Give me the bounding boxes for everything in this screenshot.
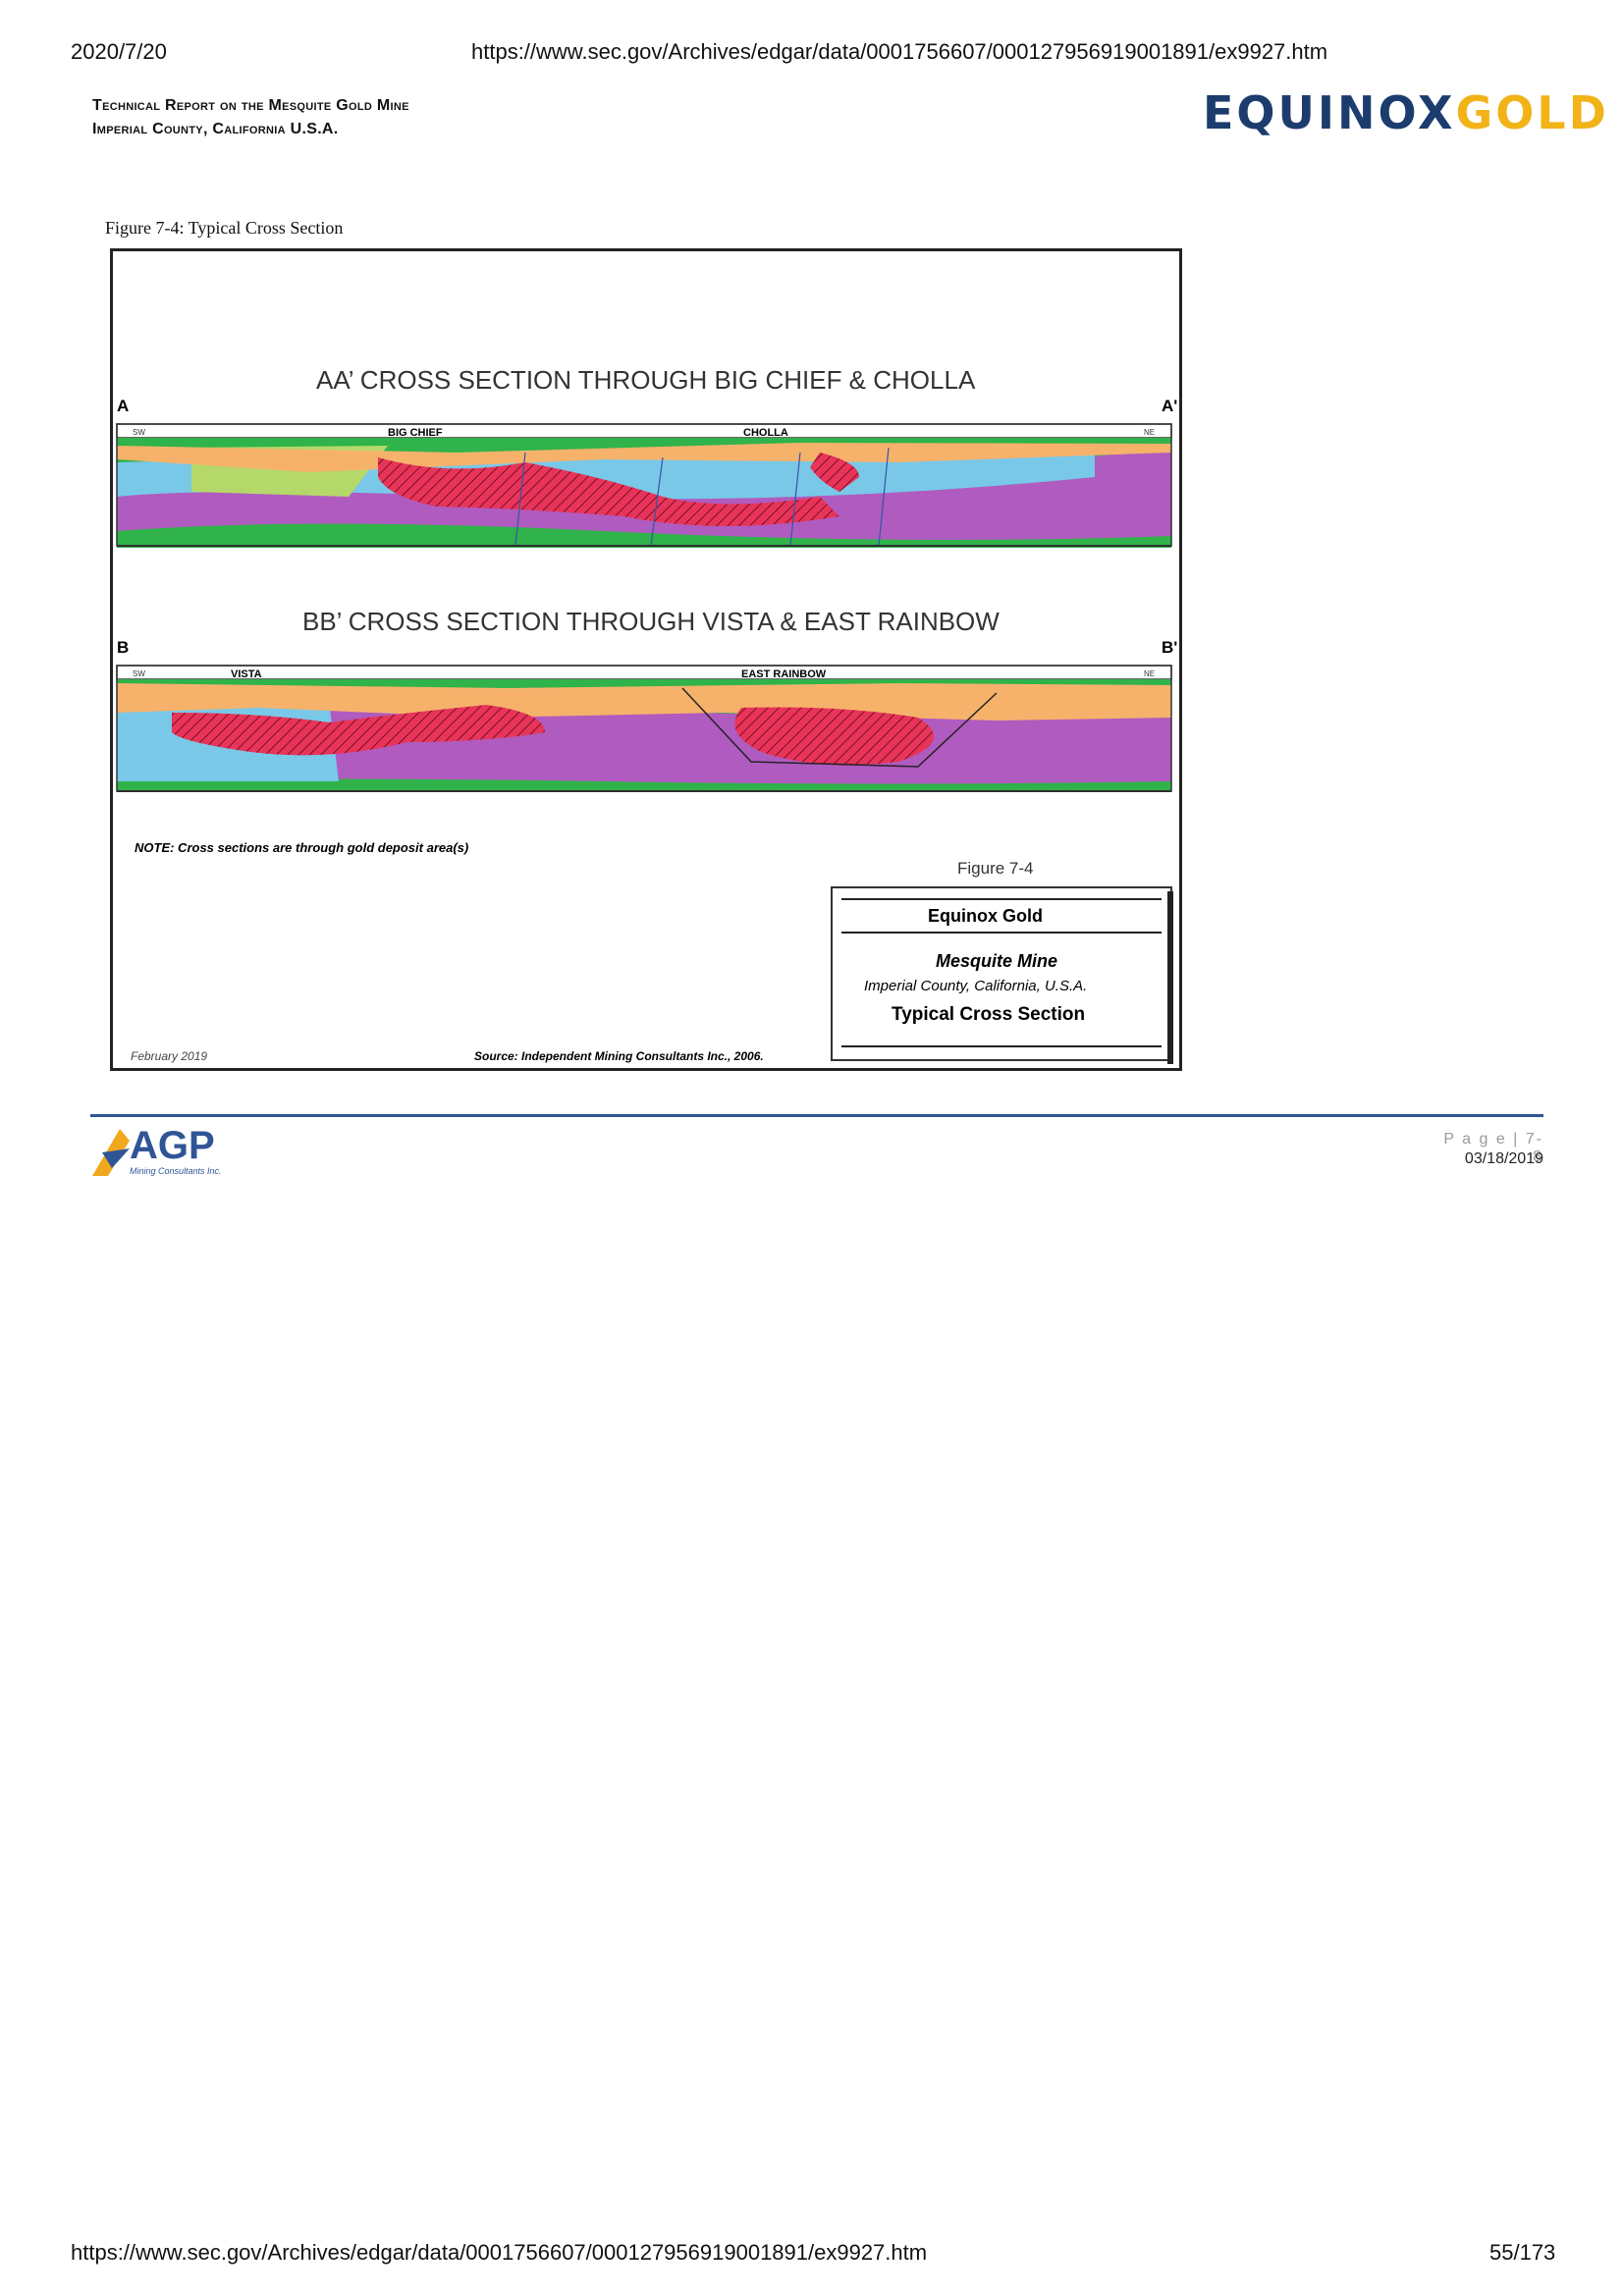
- title-block-location: Imperial County, California, U.S.A.: [864, 978, 1087, 994]
- logo-part-equinox: EQUINOX: [1203, 86, 1456, 139]
- figure-source: Source: Independent Mining Consultants I…: [474, 1049, 764, 1063]
- figure-note: NOTE: Cross sections are through gold de…: [135, 840, 468, 855]
- section-bb-strip: SW NE VISTA EAST RAINBOW: [116, 665, 1172, 792]
- label-big-chief: BIG CHIEF: [388, 427, 443, 439]
- bb-pit-outline: [681, 687, 998, 768]
- bb-orange-cap: [117, 683, 1171, 721]
- title-block-title: Typical Cross Section: [892, 1004, 1085, 1025]
- aa-ore-hatch-2: [810, 453, 859, 492]
- print-footer-page: 55/173: [1489, 2240, 1556, 2265]
- print-date: 2020/7/20: [71, 39, 167, 64]
- agp-logo: AGP Mining Consultants Inc.: [90, 1119, 267, 1182]
- marker-a-prime: A': [1162, 397, 1177, 415]
- print-url: https://www.sec.gov/Archives/edgar/data/…: [471, 39, 1328, 64]
- aa-ore-hatch-1: [378, 457, 839, 526]
- agp-mark-icon: AGP Mining Consultants Inc.: [92, 1124, 222, 1176]
- section-bb-sw: SW: [133, 669, 145, 678]
- cross-section-figure: AA’ CROSS SECTION THROUGH BIG CHIEF & CH…: [110, 248, 1182, 1071]
- title-block: Equinox Gold Mesquite Mine Imperial Coun…: [831, 886, 1173, 1064]
- cross-section-drawing: AA’ CROSS SECTION THROUGH BIG CHIEF & CH…: [116, 365, 1177, 1064]
- page-date: 03/18/2019: [1464, 1150, 1543, 1167]
- figure-caption: Figure 7-4: Typical Cross Section: [105, 218, 344, 238]
- marker-b: B: [117, 638, 129, 657]
- section-aa-title: AA’ CROSS SECTION THROUGH BIG CHIEF & CH…: [316, 365, 976, 395]
- section-aa-strip: SW NE BIG CHIEF CHOLLA: [116, 423, 1172, 548]
- bb-ore-hatch-1: [172, 705, 545, 756]
- label-vista: VISTA: [231, 668, 262, 680]
- section-bb-title: BB’ CROSS SECTION THROUGH VISTA & EAST R…: [302, 607, 1000, 636]
- section-bb-ne: NE: [1144, 669, 1155, 678]
- section-aa-ne: NE: [1144, 428, 1155, 437]
- title-block-company: Equinox Gold: [928, 906, 1043, 926]
- report-title-line2: Imperial County, California U.S.A.: [92, 121, 339, 137]
- report-title-line1: Technical Report on the Mesquite Gold Mi…: [92, 97, 409, 114]
- marker-b-prime: B': [1162, 638, 1177, 657]
- figure-date: February 2019: [131, 1049, 207, 1063]
- label-east-rainbow: EAST RAINBOW: [741, 668, 827, 680]
- figure-label: Figure 7-4: [957, 859, 1033, 878]
- agp-logo-subtext: Mining Consultants Inc.: [130, 1166, 222, 1176]
- print-footer-url: https://www.sec.gov/Archives/edgar/data/…: [71, 2240, 928, 2265]
- section-aa-sw: SW: [133, 428, 145, 437]
- footer-rule: [90, 1114, 1543, 1117]
- page-number: P a g e | 7-8: [1443, 1131, 1543, 1165]
- marker-a: A: [117, 397, 129, 415]
- agp-logo-text: AGP: [130, 1124, 215, 1167]
- bb-ore-hatch-2: [734, 707, 934, 766]
- report-title: Technical Report on the Mesquite Gold Mi…: [92, 94, 409, 141]
- logo-part-gold: GOLD: [1455, 86, 1609, 139]
- label-cholla: CHOLLA: [743, 427, 788, 439]
- title-block-mine: Mesquite Mine: [936, 951, 1057, 971]
- equinox-gold-logo: EQUINOXGOLD: [1203, 86, 1609, 139]
